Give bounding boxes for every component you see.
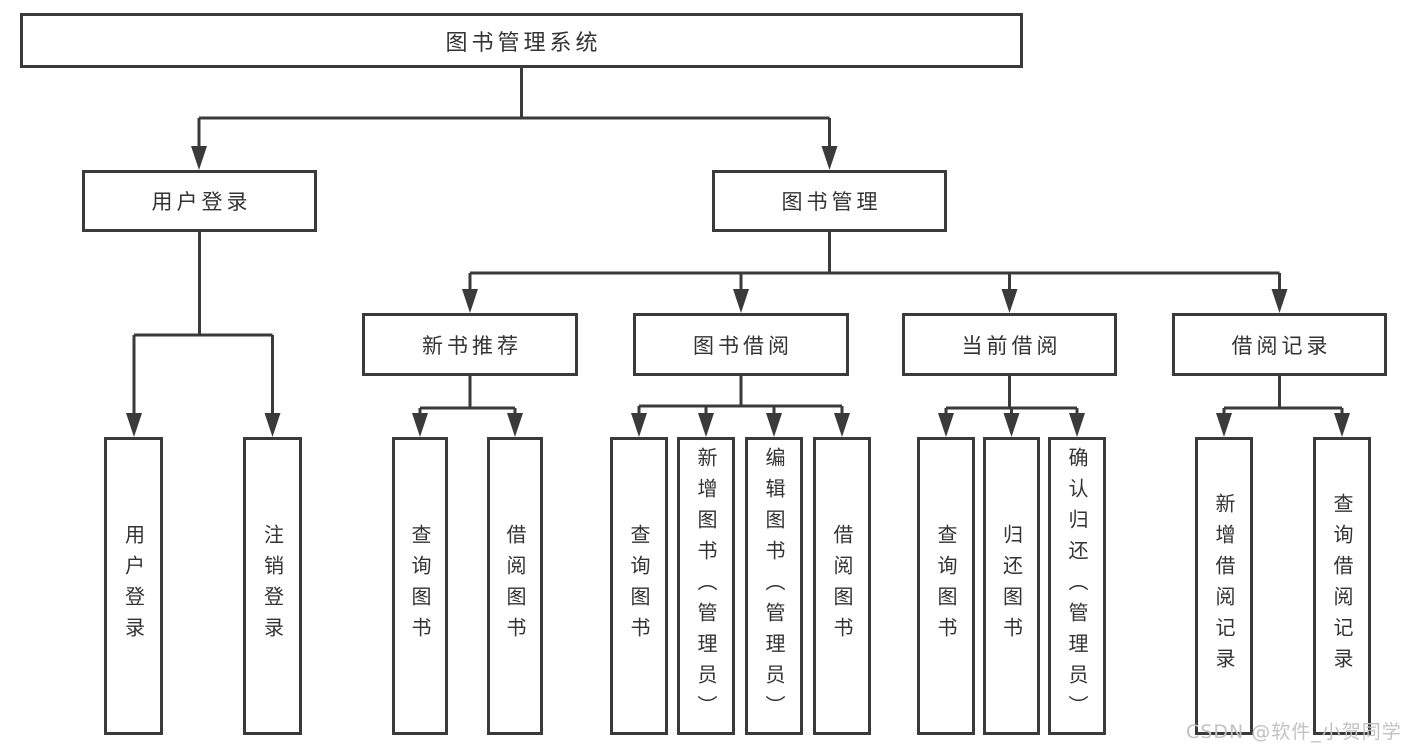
node-book-management: 图书管理 xyxy=(712,170,947,232)
leaf-user-login: 用户登录 xyxy=(104,437,163,735)
node-label: 图书借阅 xyxy=(693,333,793,358)
node-label: 新增图书（管理员） xyxy=(694,446,718,726)
node-borrowing-records: 借阅记录 xyxy=(1172,313,1387,376)
node-label: 确认归还（管理员） xyxy=(1065,446,1089,726)
node-current-borrowing: 当前借阅 xyxy=(902,313,1117,376)
node-label: 用户登录 xyxy=(121,524,146,648)
node-label: 查询图书 xyxy=(627,524,651,648)
node-label: 借阅图书 xyxy=(830,524,854,648)
leaf-borrow-books-recommend: 借阅图书 xyxy=(487,437,543,735)
node-label: 当前借阅 xyxy=(961,333,1062,358)
leaf-logout: 注销登录 xyxy=(243,437,302,735)
node-new-book-recommendation: 新书推荐 xyxy=(362,313,578,376)
node-label: 归还图书 xyxy=(999,524,1024,648)
node-book-borrowing: 图书借阅 xyxy=(633,313,849,376)
node-label: 图书管理 xyxy=(781,190,882,214)
leaf-query-books-recommend: 查询图书 xyxy=(392,437,448,735)
leaf-confirm-return-admin: 确认归还（管理员） xyxy=(1048,437,1106,735)
node-label: 注销登录 xyxy=(260,524,285,648)
leaf-query-books-current: 查询图书 xyxy=(917,437,975,735)
node-label: 借阅记录 xyxy=(1231,333,1332,358)
node-label: 新增借阅记录 xyxy=(1212,493,1236,679)
leaf-add-books-admin: 新增图书（管理员） xyxy=(677,437,735,735)
csdn-watermark: CSDN @软件_小贺同学 xyxy=(1186,721,1402,743)
node-label: 借阅图书 xyxy=(503,524,527,648)
leaf-query-books-borrowing: 查询图书 xyxy=(610,437,668,735)
leaf-query-borrow-record: 查询借阅记录 xyxy=(1313,437,1371,735)
leaf-borrow-books-borrowing: 借阅图书 xyxy=(813,437,871,735)
leaf-add-borrow-record: 新增借阅记录 xyxy=(1195,437,1253,735)
leaf-return-books: 归还图书 xyxy=(983,437,1040,735)
node-label: 新书推荐 xyxy=(422,333,522,358)
node-label: 查询借阅记录 xyxy=(1330,493,1354,679)
node-library-management-system: 图书管理系统 xyxy=(20,13,1023,68)
node-label: 查询图书 xyxy=(408,524,432,648)
node-label: 图书管理系统 xyxy=(445,30,602,56)
node-label: 查询图书 xyxy=(934,524,958,648)
node-label: 编辑图书（管理员） xyxy=(762,446,786,726)
node-user-login: 用户登录 xyxy=(82,170,317,232)
leaf-edit-books-admin: 编辑图书（管理员） xyxy=(745,437,803,735)
node-label: 用户登录 xyxy=(151,190,252,214)
